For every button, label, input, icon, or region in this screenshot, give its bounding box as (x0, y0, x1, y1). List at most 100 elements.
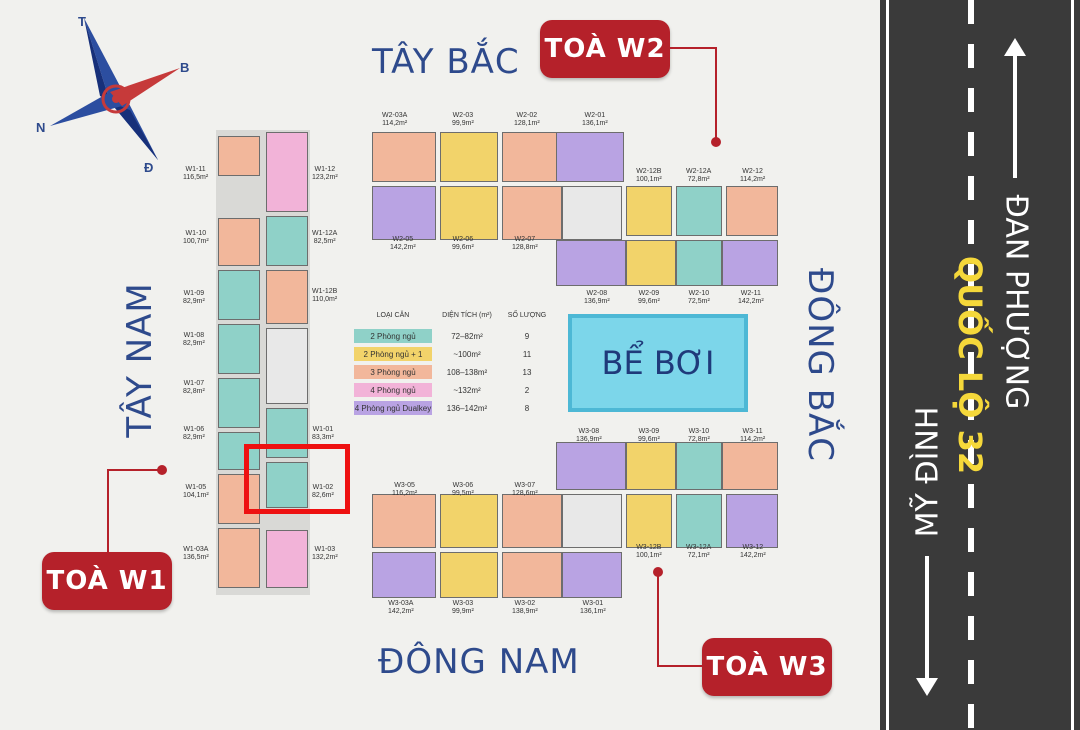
road-edge-left (886, 0, 889, 730)
w2-unit-05[interactable] (372, 186, 436, 240)
tower-w3 (370, 440, 782, 606)
w1-unit-12b[interactable] (266, 270, 308, 324)
compass-n: N (36, 120, 46, 135)
w3-unit-12a[interactable] (676, 494, 722, 548)
w3-unit-03[interactable] (440, 552, 498, 598)
w1-unit-03[interactable] (266, 530, 308, 588)
w1-unit-10[interactable] (218, 218, 260, 266)
w1-unit-09[interactable] (218, 270, 260, 320)
w3-unit-09[interactable] (626, 442, 676, 490)
w3-unit-08[interactable] (556, 442, 626, 490)
tower-w2 (370, 128, 782, 290)
road-label-top: ĐAN PHƯỢNG (998, 194, 1034, 410)
w3-unit-05[interactable] (372, 494, 436, 548)
w2-unit-10[interactable] (676, 240, 722, 286)
w2-unit-02[interactable] (502, 132, 566, 182)
legend-row-4pn-dualkey: 4 Phòng ngủ Dualkey 136–142m² 8 (354, 400, 552, 416)
w3-unit-07[interactable] (502, 494, 562, 548)
w1-unit-08[interactable] (218, 324, 260, 374)
compass-rose-icon (50, 18, 180, 160)
w2-core (562, 186, 622, 240)
w3-unit-11[interactable] (722, 442, 778, 490)
w3-unit-06[interactable] (440, 494, 498, 548)
w3-unit-02[interactable] (502, 552, 562, 598)
compass: T B N Đ (30, 10, 210, 180)
w3-unit-03a[interactable] (372, 552, 436, 598)
legend-header: LOẠI CĂN DIỆN TÍCH (m²) SỐ LƯỢNG (376, 312, 547, 319)
legend-row-2pn: 2 Phòng ngủ 72–82m² 9 (354, 328, 552, 344)
w2-unit-03[interactable] (440, 132, 498, 182)
w1-unit-06[interactable] (218, 432, 260, 470)
w2-unit-12b[interactable] (626, 186, 672, 236)
w3-unit-10[interactable] (676, 442, 722, 490)
w1-unit-11[interactable] (218, 136, 260, 176)
direction-north-west: TÂY BẮC (372, 42, 520, 82)
w3-unit-12[interactable] (726, 494, 778, 548)
w1-unit-12a[interactable] (266, 216, 308, 266)
tower-w2-tag: TOÀ W2 (540, 20, 670, 78)
w2-unit-01[interactable] (556, 132, 624, 182)
w2-unit-11[interactable] (722, 240, 778, 286)
tower-w1 (212, 130, 312, 600)
w2-unit-12[interactable] (726, 186, 778, 236)
w1-unit-02[interactable] (266, 462, 308, 508)
w1-unit-05[interactable] (218, 474, 260, 524)
arrow-down-icon (916, 556, 938, 696)
highlight-w1-02 (244, 444, 350, 514)
swimming-pool: BỂ BƠI (568, 314, 748, 412)
w2-unit-09[interactable] (626, 240, 676, 286)
w3-core (562, 494, 622, 548)
w1-unit-07[interactable] (218, 378, 260, 428)
road-name: QUỐC LỘ 32 (951, 255, 989, 475)
w2-unit-06[interactable] (440, 186, 498, 240)
compass-b: B (180, 60, 190, 75)
w2-unit-03a[interactable] (372, 132, 436, 182)
legend-row-4pn: 4 Phòng ngủ ~132m² 2 (354, 382, 552, 398)
w1-unit-03a[interactable] (218, 528, 260, 588)
w1-unit-12[interactable] (266, 132, 308, 212)
tower-w1-tag: TOÀ W1 (42, 552, 172, 610)
w3-unit-12b[interactable] (626, 494, 672, 548)
w1-unit-01[interactable] (266, 408, 308, 458)
road-edge-right (1071, 0, 1074, 730)
pool-label: BỂ BƠI (601, 344, 715, 382)
w2-unit-08[interactable] (556, 240, 626, 286)
legend-row-3pn: 3 Phòng ngủ 108–138m² 13 (354, 364, 552, 380)
w3-unit-01[interactable] (562, 552, 622, 598)
w2-unit-12a[interactable] (676, 186, 722, 236)
arrow-up-icon (1004, 38, 1026, 178)
w2-unit-07[interactable] (502, 186, 562, 240)
